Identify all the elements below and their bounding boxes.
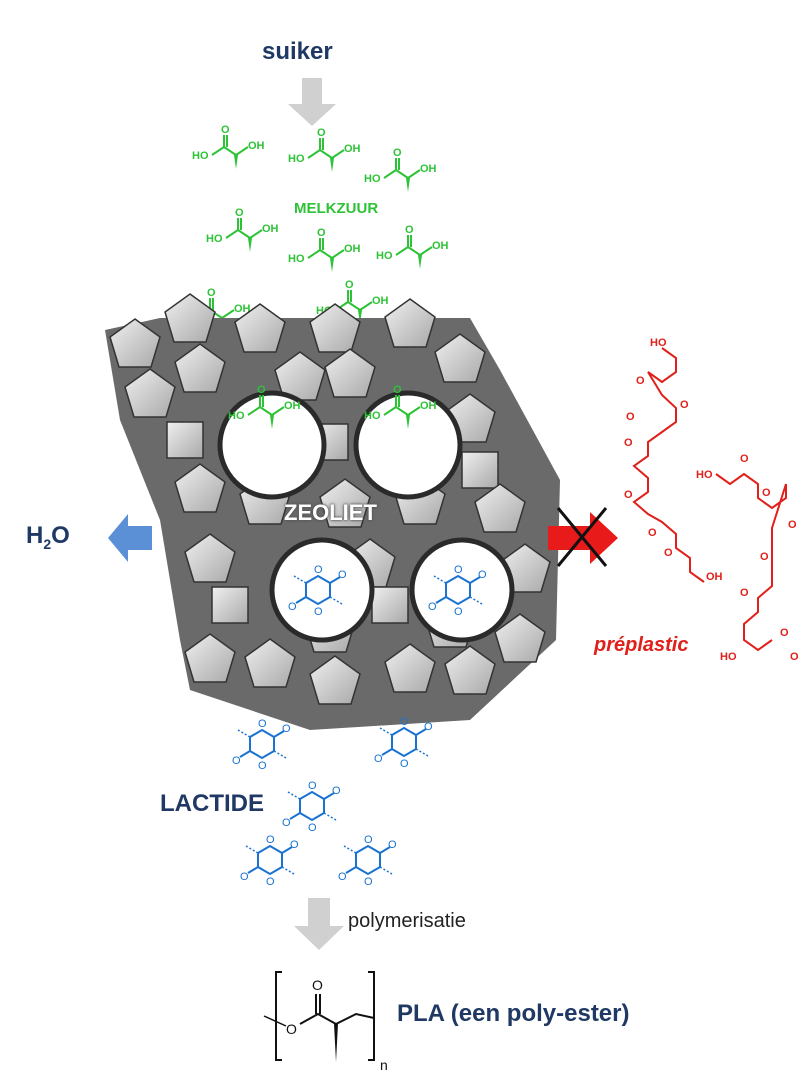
preplastic-chain-1: HO O O O O O O O OH: [624, 337, 723, 583]
pla-repeat-unit: O O n: [263, 971, 388, 1073]
label-lactide: LACTIDE: [160, 790, 264, 817]
label-h2o: H2O: [26, 522, 70, 552]
svg-text:O: O: [762, 487, 771, 499]
label-pla: PLA (een poly-ester): [397, 1000, 630, 1027]
svg-text:O: O: [624, 437, 633, 449]
arrow-right-blocked: [548, 507, 618, 567]
svg-text:O: O: [286, 1021, 297, 1037]
svg-text:O: O: [636, 375, 645, 387]
svg-text:O: O: [624, 489, 633, 501]
label-melkzuur: MELKZUUR: [294, 200, 379, 217]
label-zeoliet: ZEOLIET: [284, 500, 377, 525]
h2o-h: H: [26, 522, 44, 549]
svg-text:O: O: [680, 399, 689, 411]
svg-text:O: O: [780, 627, 789, 639]
svg-text:O: O: [312, 977, 323, 993]
svg-text:HO: HO: [696, 469, 713, 481]
arrow-down-top: [288, 78, 336, 126]
svg-text:O: O: [740, 453, 749, 465]
svg-text:O: O: [664, 547, 673, 559]
svg-text:O: O: [788, 519, 797, 531]
svg-text:O: O: [790, 651, 799, 663]
h2o-subscript: 2: [43, 535, 52, 552]
arrow-down-bottom: [294, 898, 344, 950]
svg-text:OH: OH: [706, 571, 723, 583]
svg-text:O: O: [740, 587, 749, 599]
svg-text:HO: HO: [650, 337, 667, 349]
label-preplastic: préplastic: [594, 634, 689, 656]
svg-text:n: n: [380, 1057, 388, 1073]
svg-text:O: O: [648, 527, 657, 539]
arrow-left-water: [108, 514, 152, 562]
svg-text:O: O: [760, 551, 769, 563]
svg-text:O: O: [626, 411, 635, 423]
label-suiker: suiker: [262, 38, 333, 65]
zeolite-framework: [105, 293, 560, 730]
h2o-o: O: [51, 522, 70, 549]
label-polymerisatie: polymerisatie: [348, 910, 466, 932]
preplastic-chain-2: HO O O O O O O O HO: [696, 453, 799, 663]
svg-text:HO: HO: [720, 651, 737, 663]
